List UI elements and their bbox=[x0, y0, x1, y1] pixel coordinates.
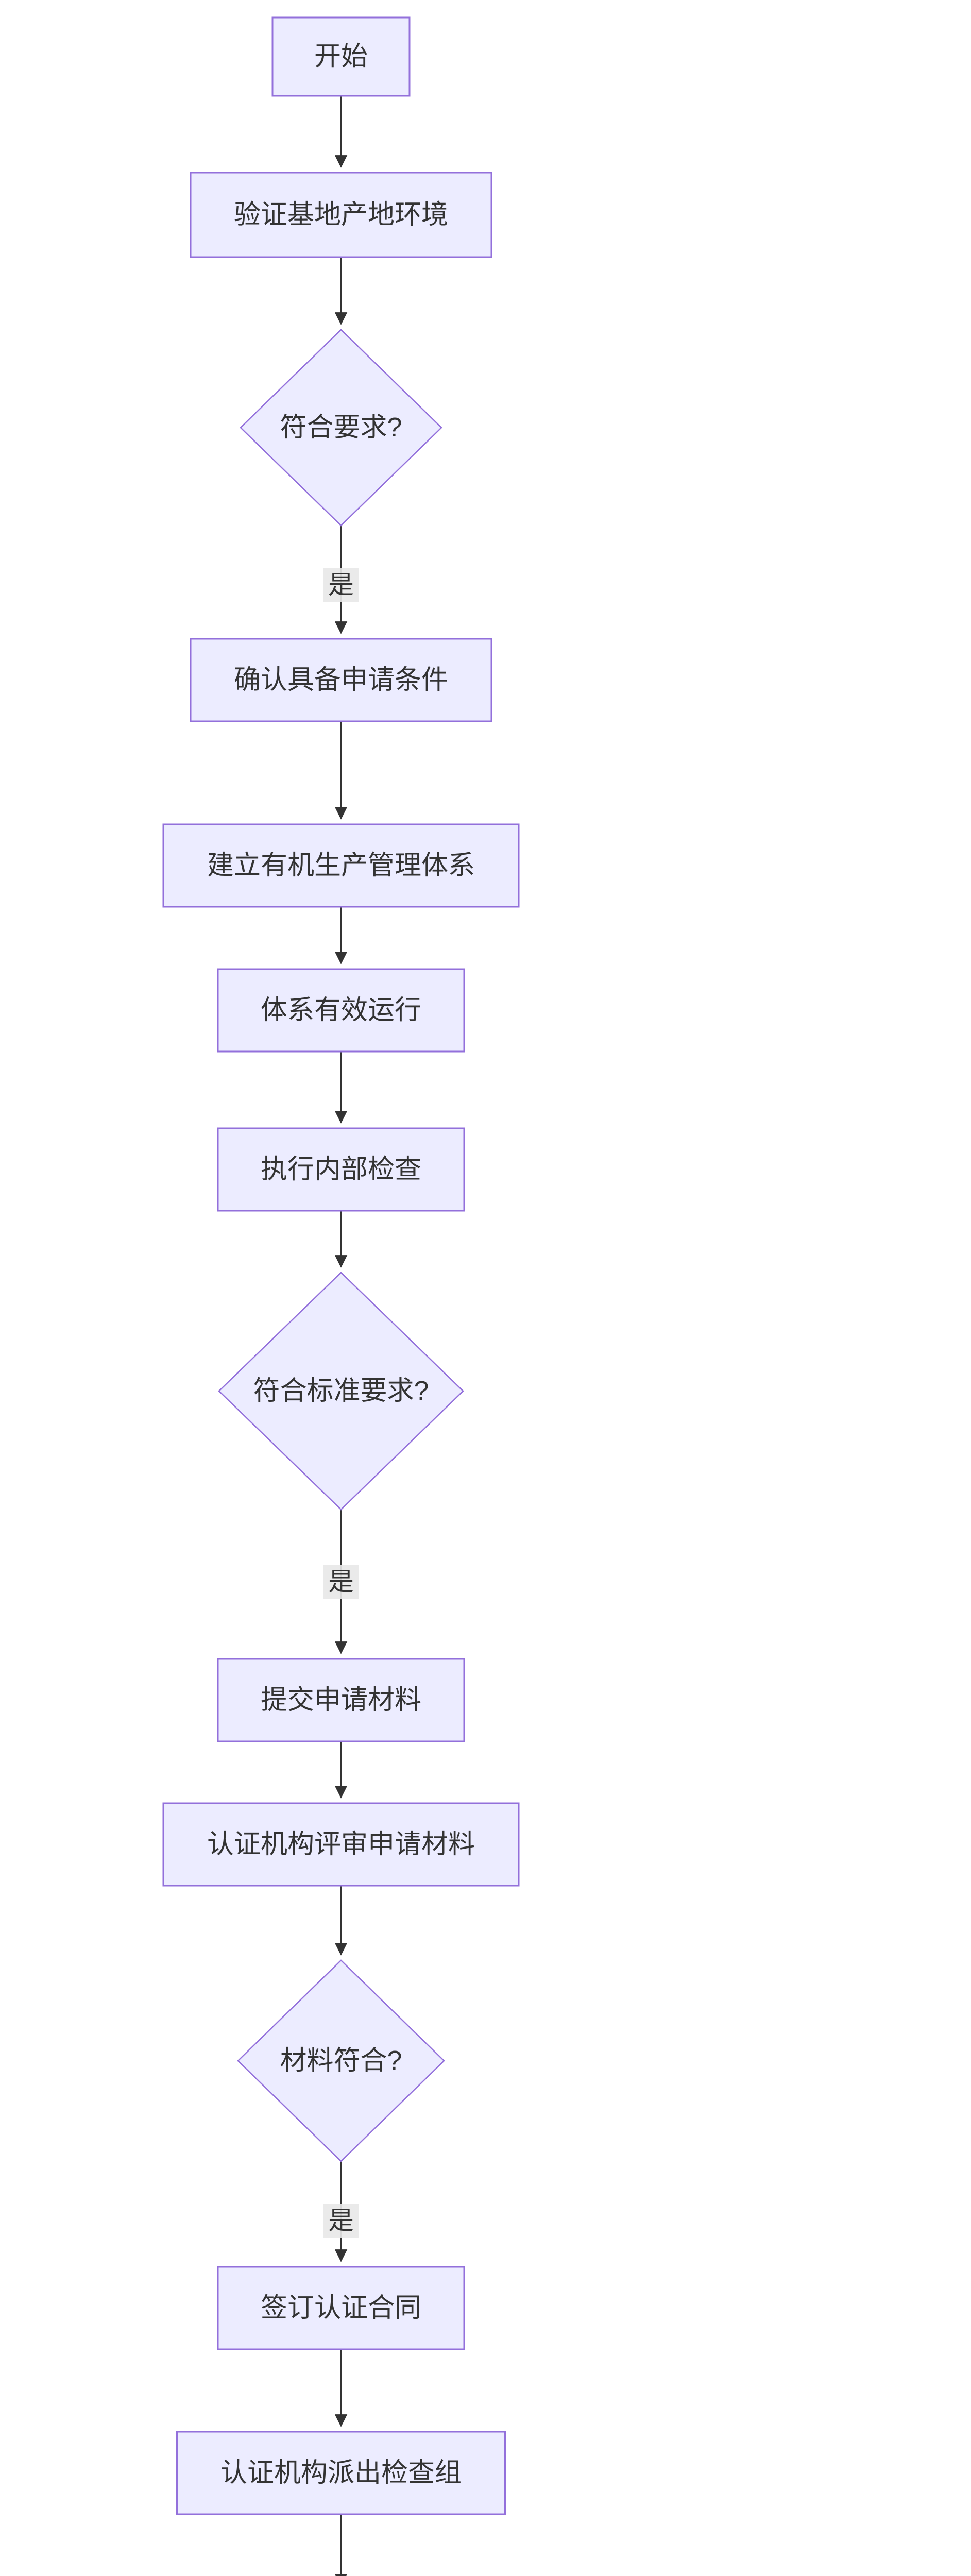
node-label: 验证基地产地环境 bbox=[234, 200, 448, 230]
node-env: 验证基地产地环境 bbox=[190, 172, 492, 258]
node-d2: 符合标准要求? bbox=[218, 1272, 464, 1511]
edge-label-bg bbox=[323, 1565, 359, 1599]
node-contract: 签订认证合同 bbox=[217, 2266, 465, 2350]
node-internal: 执行内部检查 bbox=[217, 1127, 465, 1212]
node-label: 执行内部检查 bbox=[261, 1155, 421, 1184]
edge-label-text: 是 bbox=[328, 2206, 354, 2235]
decision-shape bbox=[240, 329, 442, 527]
process-shape bbox=[217, 1658, 465, 1742]
node-label: 签订认证合同 bbox=[261, 2293, 421, 2323]
node-label: 体系有效运行 bbox=[261, 995, 421, 1025]
edge-label-text: 是 bbox=[328, 570, 354, 599]
process-shape bbox=[190, 638, 492, 722]
edge-label-d3-to-contract: 是 bbox=[323, 2204, 359, 2238]
edge-label-bg bbox=[323, 2204, 359, 2238]
node-start: 开始 bbox=[271, 16, 411, 97]
edge-label-bg bbox=[323, 568, 359, 602]
edge-label-d2-to-submit: 是 bbox=[323, 1565, 359, 1599]
edge-label-d1-to-confirm: 是 bbox=[323, 568, 359, 602]
process-shape bbox=[176, 2431, 506, 2515]
process-shape bbox=[162, 823, 520, 908]
node-submit: 提交申请材料 bbox=[217, 1658, 465, 1742]
edge-label-text: 是 bbox=[328, 1567, 354, 1596]
node-label: 建立有机生产管理体系 bbox=[207, 851, 475, 880]
process-shape bbox=[217, 968, 465, 1053]
node-d1: 符合要求? bbox=[240, 329, 442, 527]
node-team: 认证机构派出检查组 bbox=[176, 2431, 506, 2515]
node-label: 认证机构派出检查组 bbox=[220, 2458, 462, 2488]
node-d3: 材料符合? bbox=[237, 1959, 445, 2162]
process-shape bbox=[217, 1127, 465, 1212]
edge-labels-layer: 是是是一般不符合严重不符合是通过不通过 bbox=[323, 568, 359, 2238]
decision-shape bbox=[218, 1272, 464, 1511]
node-label: 符合标准要求? bbox=[253, 1376, 429, 1406]
node-label: 开始 bbox=[314, 42, 368, 72]
node-confirm: 确认具备申请条件 bbox=[190, 638, 492, 722]
node-review: 认证机构评审申请材料 bbox=[162, 1802, 520, 1887]
node-label: 认证机构评审申请材料 bbox=[207, 1829, 475, 1859]
node-label: 材料符合? bbox=[280, 2046, 402, 2076]
decision-shape bbox=[237, 1959, 445, 2162]
process-shape bbox=[217, 2266, 465, 2350]
process-shape bbox=[190, 172, 492, 258]
node-run: 体系有效运行 bbox=[217, 968, 465, 1053]
edges-layer bbox=[334, 96, 348, 2576]
process-shape bbox=[271, 16, 411, 97]
node-label: 确认具备申请条件 bbox=[234, 665, 448, 695]
process-shape bbox=[162, 1802, 520, 1887]
node-label: 符合要求? bbox=[280, 413, 402, 443]
node-system: 建立有机生产管理体系 bbox=[162, 823, 520, 908]
node-label: 提交申请材料 bbox=[261, 1685, 421, 1715]
